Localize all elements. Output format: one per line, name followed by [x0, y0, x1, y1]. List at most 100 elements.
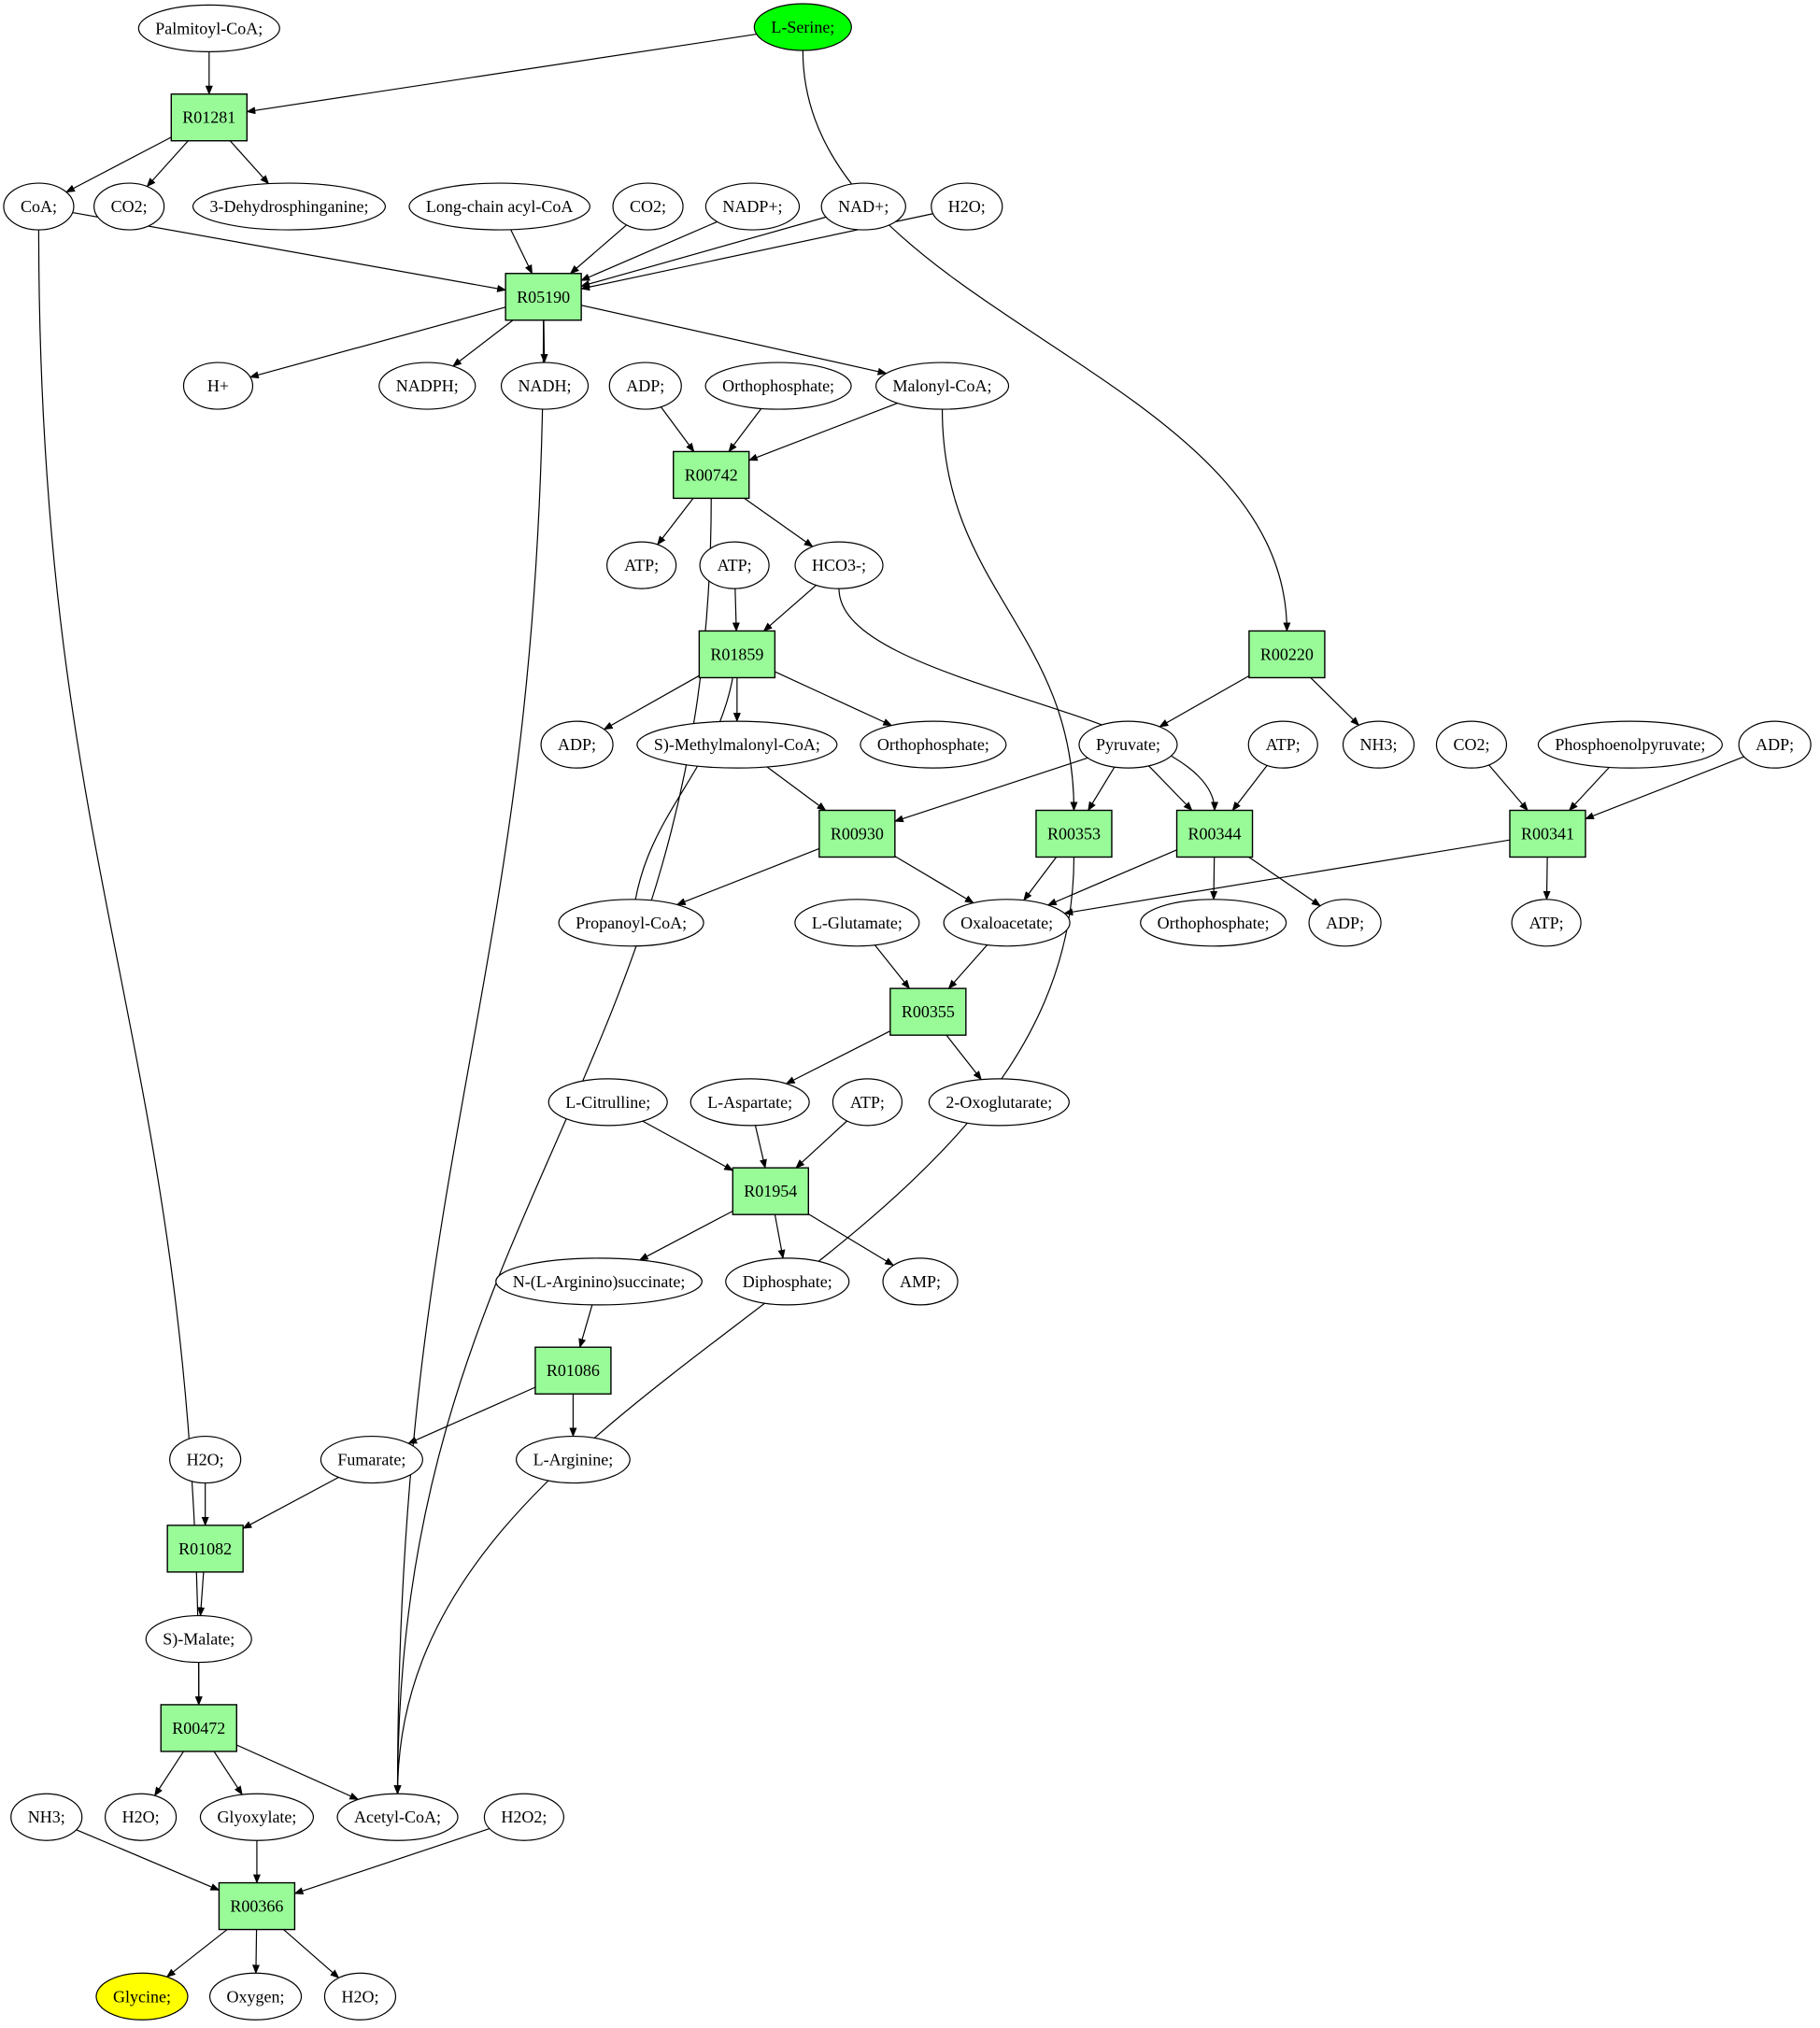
node-label: Orthophosphate;	[722, 376, 834, 395]
compound-node-glyoxylate[interactable]: Glyoxylate;	[199, 1793, 315, 1841]
compound-ellipse	[928, 1078, 1070, 1127]
compound-node-long-chain-acyl-coa[interactable]: Long-chain acyl-CoA	[408, 182, 590, 231]
edge-pyruvate-to-r00930	[893, 757, 1088, 823]
compound-node-co2-c[interactable]: CO2;	[1435, 720, 1508, 769]
compound-node-hco3[interactable]: HCO3-;	[794, 541, 884, 589]
edge-atp-b-to-r01859	[732, 589, 740, 632]
edge-r01281-to-dehydrosphinganine	[229, 140, 270, 185]
compound-node-oxygen[interactable]: Oxygen;	[208, 1972, 303, 2021]
compound-node-nh3-a[interactable]: NH3;	[1342, 720, 1415, 769]
compound-node-l-glutamate[interactable]: L-Glutamate;	[794, 899, 920, 947]
reaction-node-r01954[interactable]: R01954	[732, 1167, 809, 1215]
compound-node-nadp[interactable]: NADP+;	[704, 182, 801, 231]
edge-r05190-to-acetyl-coa	[393, 319, 545, 1795]
compound-node-glycine[interactable]: Glycine;	[95, 1972, 189, 2021]
compound-node-phosphoenolpyruvate[interactable]: Phosphoenolpyruvate;	[1537, 720, 1724, 769]
node-label: Malonyl-CoA;	[893, 376, 992, 395]
compound-node-palmitoyl-coa[interactable]: Palmitoyl-CoA;	[137, 4, 280, 52]
reaction-node-r01082[interactable]: R01082	[166, 1525, 244, 1573]
compound-node-diphosphate[interactable]: Diphosphate;	[725, 1257, 850, 1306]
compound-node-arginino-succinate[interactable]: N-(L-Arginino)succinate;	[495, 1257, 703, 1306]
reaction-node-r00344[interactable]: R00344	[1175, 809, 1254, 858]
reaction-box	[505, 273, 582, 321]
compound-node-coa[interactable]: CoA;	[3, 182, 75, 231]
compound-node-adp-b[interactable]: ADP;	[540, 720, 614, 769]
node-label: R01086	[547, 1361, 600, 1380]
compound-node-atp-c[interactable]: ATP;	[1247, 720, 1318, 769]
compound-node-oxaloacetate[interactable]: Oxaloacetate;	[943, 899, 1071, 947]
reaction-node-r01859[interactable]: R01859	[698, 630, 776, 679]
compound-node-h2o-a[interactable]: H2O;	[931, 182, 1003, 231]
compound-node-adp-c[interactable]: ADP;	[1738, 720, 1812, 769]
compound-node-orthophosphate-a[interactable]: Orthophosphate;	[704, 362, 852, 410]
node-label: CO2;	[1453, 735, 1489, 754]
compound-ellipse	[3, 182, 75, 231]
node-label: Oxaloacetate;	[960, 914, 1053, 932]
reaction-node-r00366[interactable]: R00366	[218, 1881, 296, 1931]
reaction-node-r01281[interactable]: R01281	[170, 93, 249, 142]
compound-node-adp-d[interactable]: ADP;	[1308, 899, 1382, 947]
compound-node-l-citrulline[interactable]: L-Citrulline;	[547, 1078, 668, 1127]
edge-arginino-succinate-to-r01086	[578, 1304, 593, 1349]
compound-node-co2-b[interactable]: CO2;	[612, 182, 684, 231]
compound-node-co2-a[interactable]: CO2;	[93, 182, 165, 231]
compound-node-orthophosphate-b[interactable]: Orthophosphate;	[860, 720, 1007, 769]
compound-node-malonyl-coa[interactable]: Malonyl-CoA;	[874, 362, 1010, 410]
compound-node-dehydrosphinganine[interactable]: 3-Dehydrosphinganine;	[192, 182, 387, 231]
compound-ellipse	[192, 182, 387, 231]
compound-node-nadph[interactable]: NADPH;	[378, 362, 476, 410]
reaction-node-r00353[interactable]: R00353	[1035, 809, 1113, 858]
reaction-node-r05190[interactable]: R05190	[505, 273, 582, 321]
reaction-box	[166, 1525, 244, 1573]
compound-node-propanoyl-coa[interactable]: Propanoyl-CoA;	[558, 899, 704, 947]
compound-node-atp-b[interactable]: ATP;	[699, 541, 770, 589]
compound-node-atp-e[interactable]: ATP;	[832, 1078, 903, 1127]
compound-node-nh3-b[interactable]: NH3;	[10, 1793, 83, 1841]
compound-node-l-arginine[interactable]: L-Arginine;	[515, 1435, 631, 1484]
reaction-node-r00341[interactable]: R00341	[1509, 809, 1586, 858]
reaction-node-r01086[interactable]: R01086	[534, 1346, 612, 1395]
compound-node-orthophosphate-c[interactable]: Orthophosphate;	[1140, 899, 1287, 947]
compound-node-nad[interactable]: NAD+;	[820, 182, 906, 231]
compound-node-s-malate[interactable]: S)-Malate;	[145, 1614, 252, 1664]
edge-r01082-to-s-malate	[197, 1571, 206, 1617]
compound-ellipse	[636, 720, 838, 769]
compound-node-h2o-b[interactable]: H2O;	[169, 1435, 242, 1484]
compound-ellipse	[860, 720, 1007, 769]
compound-node-methylmalonyl-coa[interactable]: S)-Methylmalonyl-CoA;	[636, 720, 838, 769]
compound-ellipse	[495, 1257, 703, 1306]
edge-hco3-to-r01859	[762, 585, 817, 632]
reaction-node-r00220[interactable]: R00220	[1248, 630, 1326, 679]
compound-node-l-aspartate[interactable]: L-Aspartate;	[690, 1078, 810, 1127]
node-label: Long-chain acyl-CoA	[426, 197, 573, 216]
edge-propanoyl-coa-to-r01859	[630, 630, 741, 946]
compound-node-atp-d[interactable]: ATP;	[1511, 899, 1582, 947]
reaction-node-r00930[interactable]: R00930	[818, 809, 896, 858]
compound-node-fumarate[interactable]: Fumarate;	[320, 1435, 423, 1484]
compound-node-atp-a[interactable]: ATP;	[606, 541, 677, 589]
compound-node-h2o2[interactable]: H2O2;	[483, 1793, 565, 1841]
compound-node-l-serine[interactable]: L-Serine;	[753, 3, 852, 51]
reaction-box	[1175, 809, 1254, 858]
compound-node-adp-a[interactable]: ADP;	[608, 362, 682, 410]
edge-r01859-to-orthophosphate-b	[775, 671, 893, 727]
edge-r00742-to-hco3	[744, 497, 814, 547]
edge-r01954-to-diphosphate	[774, 1214, 786, 1259]
reaction-node-r00742[interactable]: R00742	[673, 450, 750, 500]
compound-ellipse	[699, 541, 770, 589]
compound-ellipse	[208, 1972, 303, 2021]
compound-node-h-plus[interactable]: H+	[182, 362, 254, 410]
compound-node-acetyl-coa[interactable]: Acetyl-CoA;	[336, 1793, 459, 1841]
compound-node-h2o-c[interactable]: H2O;	[104, 1793, 178, 1841]
reaction-node-r00472[interactable]: R00472	[160, 1704, 237, 1752]
compound-node-amp[interactable]: AMP;	[882, 1257, 959, 1306]
compound-node-pyruvate[interactable]: Pyruvate;	[1078, 720, 1178, 769]
compound-node-oxoglutarate[interactable]: 2-Oxoglutarate;	[928, 1078, 1070, 1127]
compound-node-nadh[interactable]: NADH;	[500, 362, 590, 410]
reaction-node-r00355[interactable]: R00355	[889, 987, 967, 1036]
compound-ellipse	[1435, 720, 1508, 769]
compound-node-h2o-d[interactable]: H2O;	[323, 1972, 397, 2021]
compound-ellipse	[1537, 720, 1724, 769]
edge-orthophosphate-a-to-r00742	[728, 408, 762, 453]
